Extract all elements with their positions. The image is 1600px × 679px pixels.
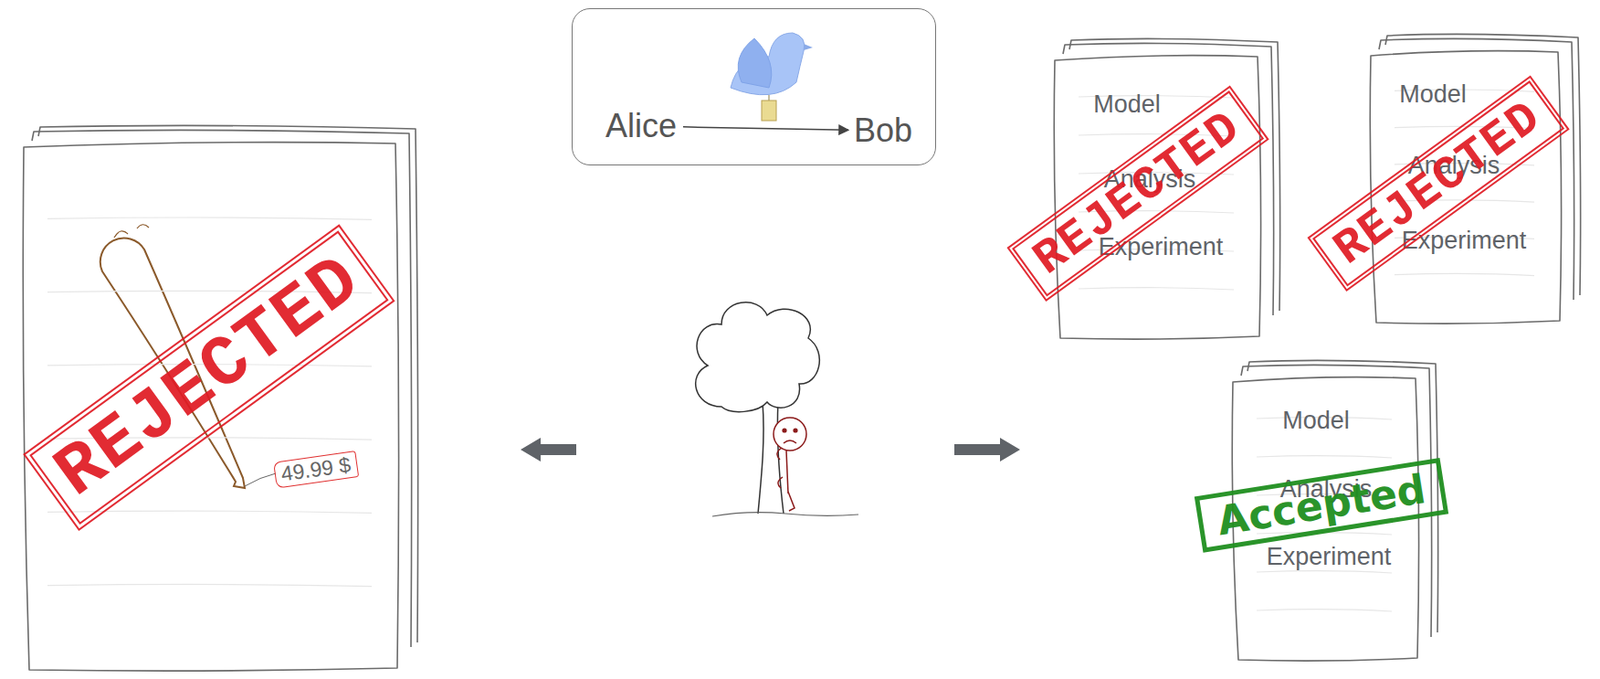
tag-string — [244, 473, 276, 486]
person-label: Bob — [848, 110, 918, 151]
rejected-stamp: REJECTED — [1006, 85, 1269, 303]
paper-line — [1256, 609, 1392, 611]
message-box: Alice Bob — [571, 8, 937, 166]
section-label: Model — [1093, 91, 1161, 119]
scroll-string — [768, 94, 770, 101]
price-tag: 49.99 $ — [273, 450, 359, 489]
figure-frown — [783, 440, 797, 443]
paper-line — [1394, 273, 1535, 275]
paper-line — [1256, 455, 1392, 458]
pigeon-body — [730, 32, 805, 95]
section-label: Experiment — [1266, 543, 1392, 571]
figure-eye — [781, 427, 787, 432]
message-arrow — [683, 126, 849, 130]
tree-trunk — [757, 401, 764, 514]
paper-sheet: ModelAnalysisExperimentREJECTED — [1051, 45, 1271, 342]
paper-line — [47, 217, 372, 220]
paper-sheet: 49.99 $REJECTED — [20, 132, 409, 674]
rejected-stamp: REJECTED — [1306, 75, 1569, 293]
pigeon-wing — [737, 38, 772, 88]
scroll — [761, 100, 777, 121]
section-label: Model — [1282, 407, 1350, 435]
person-name: Alice — [605, 107, 677, 145]
person-label: Alice — [599, 105, 684, 147]
left-arrow — [520, 437, 577, 462]
paper-line — [1078, 287, 1234, 290]
figure-eye — [792, 427, 798, 432]
person-name: Bob — [853, 112, 913, 149]
paper-line — [47, 583, 372, 586]
figure-hand — [777, 447, 783, 488]
club-sketch — [114, 224, 149, 238]
paper-sheet: ModelAnalysisExperimentREJECTED — [1367, 41, 1571, 327]
figure-head — [773, 417, 807, 451]
figure-body — [786, 450, 795, 511]
right-arrow — [954, 437, 1021, 462]
ground-line — [712, 512, 859, 516]
paper-line — [1256, 570, 1392, 573]
rejected-stamp: REJECTED — [22, 223, 396, 531]
paper-edge — [22, 142, 399, 671]
paper-sheet: ModelAnalysisExperimentAccepted — [1229, 367, 1429, 664]
tree-canopy — [695, 302, 821, 412]
pigeon-beak — [803, 43, 813, 51]
section-label: Model — [1399, 81, 1467, 109]
